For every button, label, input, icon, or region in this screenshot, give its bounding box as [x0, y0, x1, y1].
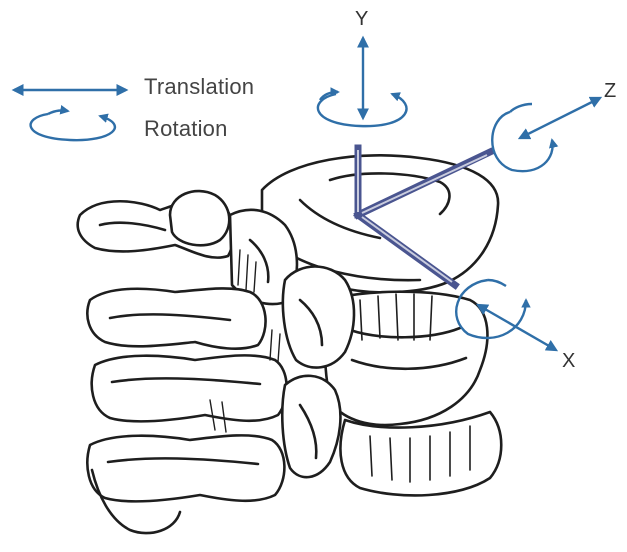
vertebrae-drawing — [78, 155, 502, 533]
legend-translation-label: Translation — [144, 74, 254, 100]
bottom-vertebral-body — [340, 412, 501, 495]
axis-label-y: Y — [355, 8, 368, 31]
lower-transverse-process — [92, 355, 287, 421]
spinous-process — [283, 267, 354, 368]
bottom-transverse-process — [87, 435, 284, 501]
axis-label-x: X — [562, 350, 575, 373]
x-translation-arrow — [478, 305, 556, 350]
articular-process-knob — [170, 191, 229, 245]
axis-label-z: Z — [604, 80, 616, 103]
legend-rotation-label: Rotation — [144, 116, 228, 142]
legend-rotation-arrow — [31, 110, 115, 140]
